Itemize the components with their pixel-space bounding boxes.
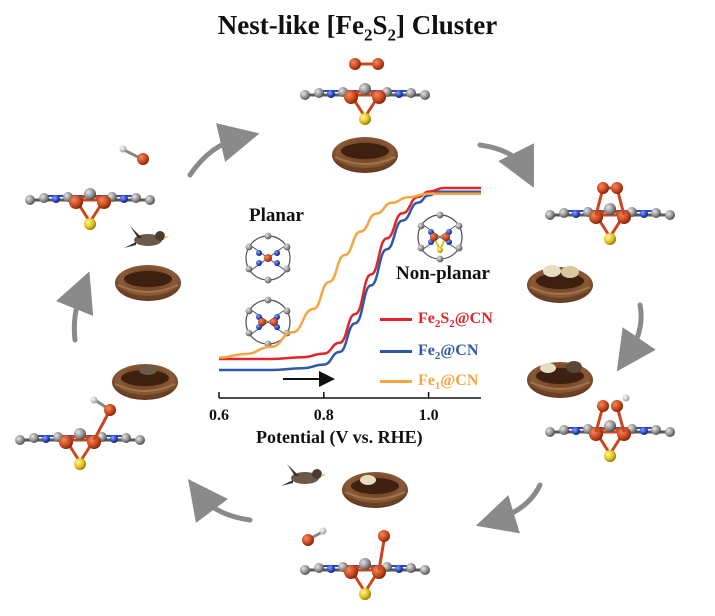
- nest-bottom-with-bird: [281, 464, 409, 509]
- x-tick-label: 0.6: [209, 407, 229, 424]
- x-axis-title: Potential (V vs. RHE): [256, 427, 423, 447]
- series-line-fe2-cn: [218, 190, 481, 372]
- nest-with-bird-left: [111, 363, 179, 401]
- oh-leaving-bottom: [302, 527, 327, 546]
- cluster-top-left: [25, 188, 155, 230]
- cluster-bottom: [300, 530, 430, 600]
- nest-with-chick-right: [526, 361, 594, 399]
- nest-with-egg-right: [526, 265, 594, 304]
- cluster-top-right: [545, 182, 675, 245]
- legend-swatch-fe1: [380, 379, 412, 383]
- cycle-arrow-right: [616, 302, 656, 372]
- cycle-arrow-bottom-right: [475, 482, 543, 534]
- x-tick-label: 1.0: [419, 407, 439, 424]
- cycle-arrow-top-right: [477, 142, 534, 188]
- h2o-leaving-top-left: [119, 145, 149, 165]
- planar-label: Planar: [249, 205, 304, 226]
- cluster-top: [300, 83, 430, 125]
- nonplanar-motif: [417, 211, 463, 263]
- nonplanar-label: Non-planar: [396, 263, 490, 284]
- cycle-arrow-left: [56, 271, 94, 343]
- legend-item-fe1: Fe1@CN: [380, 372, 478, 392]
- bird-flying-left: [124, 226, 169, 248]
- planar-fe2-motif: [245, 296, 291, 348]
- series-line-fe2s2-cn: [219, 186, 481, 361]
- legend-item-fe2s2: Fe2S2@CN: [380, 310, 493, 330]
- figure-title: Nest-like [Fe2S2] Cluster: [217, 10, 498, 45]
- nest-left: [114, 264, 182, 302]
- legend-swatch-fe2: [380, 349, 412, 353]
- series-line-fe1-cn: [218, 192, 481, 359]
- legend-item-fe2: Fe2@CN: [380, 342, 478, 362]
- lsv-chart: 0.6 0.8 1.0: [209, 186, 481, 424]
- cycle-arrows: [56, 123, 656, 534]
- cycle-arrow-bottom-left: [187, 479, 253, 524]
- x-tick-label: 0.8: [314, 407, 334, 424]
- legend-swatch-fe2s2: [380, 317, 412, 321]
- o2-molecule-top: [349, 58, 384, 70]
- cluster-right-ooh: [545, 394, 675, 463]
- cluster-left-oh: [15, 396, 145, 471]
- nest-top: [331, 136, 399, 174]
- legend: Fe2S2@CN Fe2@CN Fe1@CN: [380, 310, 520, 392]
- cycle-arrow-top-left: [187, 123, 260, 178]
